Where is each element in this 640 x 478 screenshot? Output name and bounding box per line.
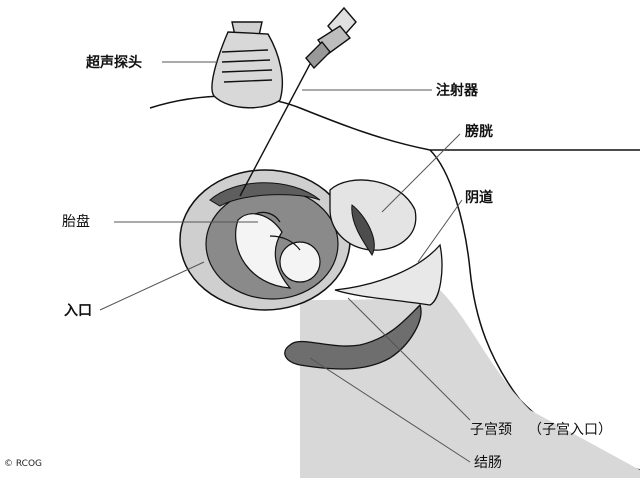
bladder-inner (351, 204, 375, 256)
vagina-canal (334, 243, 443, 306)
label-entrance: 入口 (64, 303, 92, 319)
colon-shape (284, 303, 422, 370)
label-colon: 结肠 (474, 455, 502, 471)
abdomen-outline (149, 95, 640, 151)
label-vagina: 阴道 (465, 190, 493, 206)
ultrasound-probe-drawing (211, 21, 283, 109)
label-cervix: 子宫颈 (470, 422, 512, 438)
label-cervix-alt: （子宫入口） (528, 422, 612, 438)
label-syringe: 注射器 (436, 83, 478, 99)
label-probe: 超声探头 (86, 55, 142, 71)
label-placenta: 胎盘 (62, 214, 90, 230)
copyright: © RCOG (4, 459, 43, 469)
fetus (235, 211, 321, 289)
lower-body-shading (300, 290, 640, 478)
bladder-shape (329, 179, 417, 251)
label-bladder: 膀胱 (465, 124, 493, 140)
syringe-drawing (239, 6, 357, 197)
placenta-shape (209, 182, 321, 207)
leader-lines (99, 61, 471, 463)
